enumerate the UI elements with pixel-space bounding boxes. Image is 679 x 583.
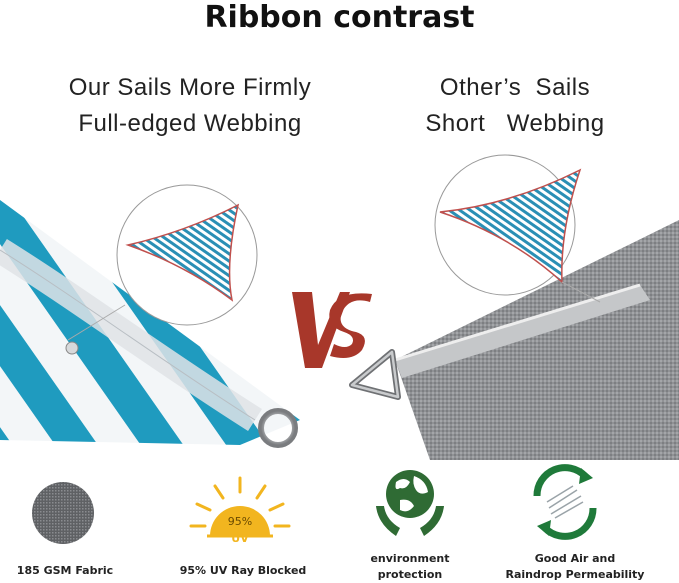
uv-percent-text: 95%	[228, 515, 252, 528]
ours-caption-line1: Our Sails More Firmly	[68, 74, 312, 101]
ours-sail-corner	[0, 200, 300, 445]
earth-hands-icon	[376, 470, 444, 536]
others-zoom-circle	[434, 154, 582, 296]
recycle-air-icon	[533, 464, 597, 540]
ours-caption-line2: Full-edged Webbing	[78, 110, 302, 137]
others-caption: Other’s Sails Short Webbing	[390, 70, 640, 142]
fabric-swatch-icon	[32, 482, 94, 544]
feature-label-fabric: 185 GSM Fabric	[16, 564, 114, 577]
feature-label-uv: 95% UV Ray Blocked	[179, 564, 307, 577]
feature-label-air-line1: Good Air and	[534, 552, 616, 565]
ours-d-ring	[258, 408, 298, 448]
others-zoom-pointer	[561, 281, 601, 303]
feature-label-air-line2: Raindrop Permeability	[505, 568, 645, 581]
page-title: Ribbon contrast	[204, 0, 475, 35]
vs-badge	[292, 292, 372, 368]
feature-label-environment-line2: protection	[377, 568, 443, 581]
sun-uv-icon: 95% UV	[189, 476, 291, 545]
uv-text: UV	[231, 532, 249, 545]
others-sail-corner	[394, 220, 679, 460]
feature-label-environment: environment protection	[345, 551, 475, 583]
others-caption-line2: Short Webbing	[425, 110, 605, 137]
ours-caption: Our Sails More Firmly Full-edged Webbing	[20, 70, 360, 142]
ours-zoom-circle	[116, 184, 258, 326]
others-caption-line1: Other’s Sails	[439, 74, 591, 101]
feature-label-air: Good Air and Raindrop Permeability	[500, 551, 650, 583]
ours-zoom-pointer	[67, 304, 126, 341]
feature-label-environment-line1: environment	[370, 552, 450, 565]
